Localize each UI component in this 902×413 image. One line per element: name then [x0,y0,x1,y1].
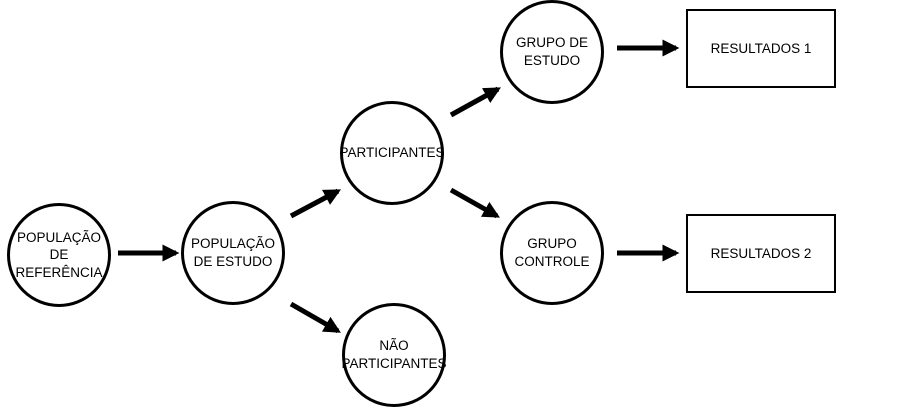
node-nao-participantes: NÃO PARTICIPANTES [341,303,447,407]
arrow-participantes-to-grupo_controle [449,187,500,219]
arrow-populacao_estudo-to-nao_participantes [289,301,341,334]
node-participantes: PARTICIPANTES [339,101,445,205]
node-populacao-referencia: POPULAÇÃO DE REFERÊNCIA [7,203,111,307]
node-grupo-controle: GRUPO CONTROLE [500,201,604,305]
node-resultados-2: RESULTADOS 2 [686,214,836,293]
node-resultados-1: RESULTADOS 1 [686,9,836,88]
arrow-populacao_estudo-to-participantes [289,188,342,219]
node-grupo-estudo: GRUPO DE ESTUDO [500,0,604,104]
arrow-participantes-to-grupo_estudo [449,86,501,118]
node-populacao-estudo: POPULAÇÃO DE ESTUDO [181,201,285,305]
